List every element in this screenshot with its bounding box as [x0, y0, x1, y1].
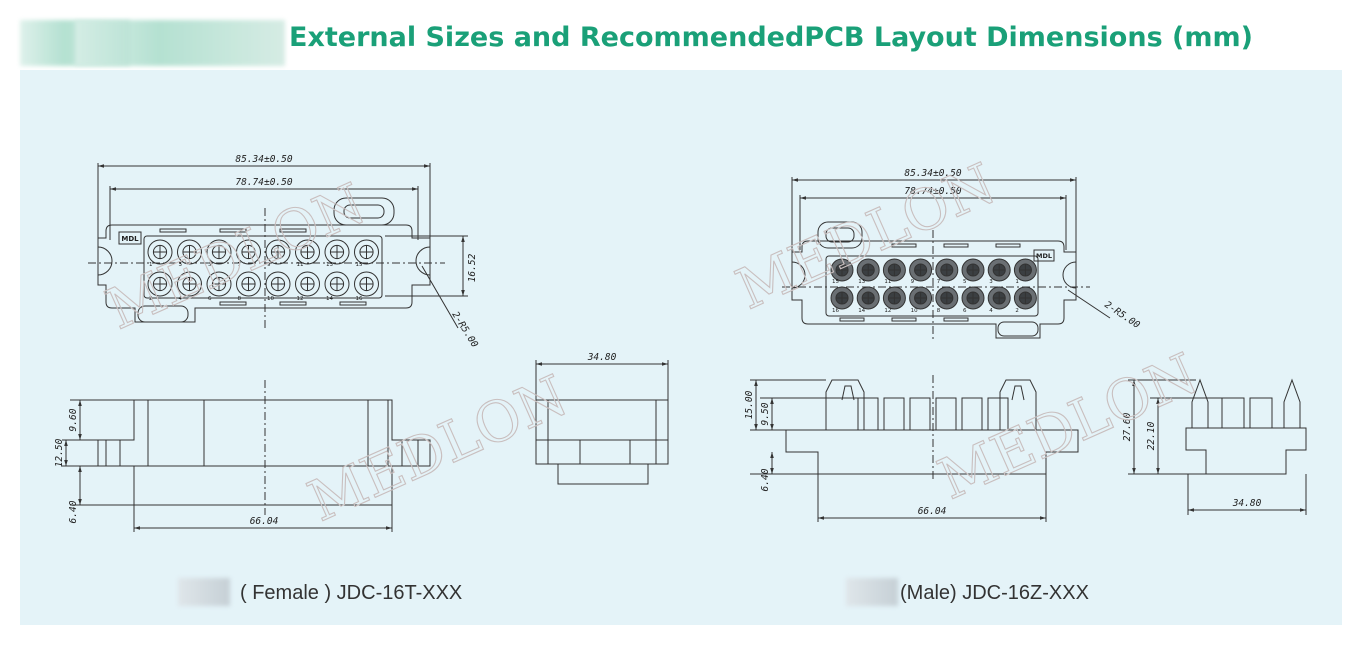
pin-number: 10 — [267, 296, 274, 302]
pin-number: 14 — [858, 308, 865, 314]
pin-number: 2 — [1015, 308, 1019, 314]
dim-h2: 12.50 — [54, 438, 65, 467]
female-caption: ( Female ) JDC-16T-XXX — [240, 582, 463, 604]
logo-label: MDL — [1036, 252, 1052, 260]
dim-radius: 2-R5.00 — [449, 310, 480, 350]
pin-number: 1 — [1015, 279, 1019, 285]
contact-cavity — [324, 239, 350, 265]
pin-number: 8 — [937, 308, 941, 314]
dim-h3: 6.40 — [760, 468, 771, 491]
title-blur-right — [75, 20, 285, 66]
contact-cavity — [177, 271, 202, 297]
pin-number: 11 — [884, 279, 891, 285]
dim-base: 66.04 — [250, 516, 279, 527]
logo-label: MDL — [121, 235, 139, 243]
male-side-view — [1128, 378, 1307, 515]
contact-cavity — [295, 271, 320, 297]
dim-h1: 15.00 — [744, 390, 755, 419]
dim-side-h2: 22.10 — [1146, 421, 1157, 450]
watermarks: MEDLON MEDLON MEDLON MEDLON — [97, 151, 1208, 535]
dim-pitch-width: 78.74±0.50 — [235, 177, 292, 188]
watermark-2: MEDLON — [299, 363, 577, 534]
pin-number: 3 — [989, 279, 993, 285]
pin-number: 2 — [149, 296, 153, 302]
male-top-view — [782, 177, 1111, 340]
watermark-4: MEDLON — [929, 341, 1207, 512]
pin-number: 8 — [238, 296, 242, 302]
contact-cavity — [206, 271, 232, 297]
drawing-panel — [20, 70, 1342, 625]
pin-number: 12 — [884, 308, 891, 314]
dim-overall-width: 85.34±0.50 — [235, 154, 292, 165]
pin-number: 10 — [911, 308, 918, 314]
pin-number: 9 — [911, 279, 915, 285]
contact-cavity — [147, 271, 173, 297]
pin-number: 5 — [963, 279, 967, 285]
contact-cavity — [147, 239, 173, 265]
contact-cavity — [354, 239, 379, 265]
pin-number: 7 — [238, 262, 242, 268]
page-title: External Sizes and RecommendedPCB Layout… — [289, 22, 1253, 53]
pin-number: 15 — [832, 279, 839, 285]
pin-number: 4 — [989, 308, 993, 314]
pin-number: 6 — [963, 308, 967, 314]
contact-cavity — [324, 271, 350, 297]
pin-number: 13 — [326, 262, 333, 268]
pin-number: 13 — [858, 279, 865, 285]
contact-cavity — [236, 271, 261, 297]
dim-h1: 9.60 — [68, 408, 79, 431]
male-contacts: 15 13 11 9 7 5 3 1 16 14 12 10 8 6 4 2 — [830, 258, 1037, 314]
contact-cavity — [177, 239, 202, 265]
pin-number: 16 — [832, 308, 839, 314]
pin-number: 6 — [208, 296, 212, 302]
pin-number: 12 — [297, 296, 304, 302]
dim-radius: 2-R5.00 — [1102, 299, 1142, 331]
caption-blur-male — [846, 578, 898, 606]
male-front-view — [750, 375, 1079, 522]
dim-pitch-width: 78.74±0.50 — [904, 186, 961, 197]
female-front-view — [62, 380, 431, 532]
pin-number: 3 — [179, 262, 183, 268]
dim-side-h1: 27.60 — [1122, 412, 1133, 441]
pin-number: 4 — [179, 296, 183, 302]
contact-cavity — [295, 239, 320, 265]
contact-cavity — [206, 239, 232, 265]
contact-cavity — [265, 239, 291, 265]
pin-number: 9 — [267, 262, 271, 268]
dim-h2: 9.50 — [760, 402, 771, 425]
pin-number: 15 — [356, 262, 363, 268]
dim-overall-width: 85.34±0.50 — [904, 168, 961, 179]
pin-number: 16 — [356, 296, 363, 302]
dim-h3: 6.40 — [68, 500, 79, 523]
dim-side-width: 34.80 — [1232, 498, 1262, 509]
female-top-view — [88, 163, 468, 330]
female-side-view — [535, 360, 669, 485]
dim-base: 66.04 — [918, 506, 947, 517]
pin-number: 7 — [937, 279, 941, 285]
contact-cavity — [265, 271, 291, 297]
contact-cavity — [354, 271, 379, 297]
dim-height: 16.52 — [467, 253, 478, 282]
dim-side-width: 34.80 — [587, 352, 617, 363]
caption-blur-female — [178, 578, 230, 606]
pin-number: 11 — [297, 262, 304, 268]
male-caption: (Male) JDC-16Z-XXX — [900, 582, 1089, 604]
contact-cavity — [236, 239, 261, 265]
pin-number: 14 — [326, 296, 333, 302]
pin-number: 1 — [149, 262, 153, 268]
pin-number: 5 — [208, 262, 212, 268]
